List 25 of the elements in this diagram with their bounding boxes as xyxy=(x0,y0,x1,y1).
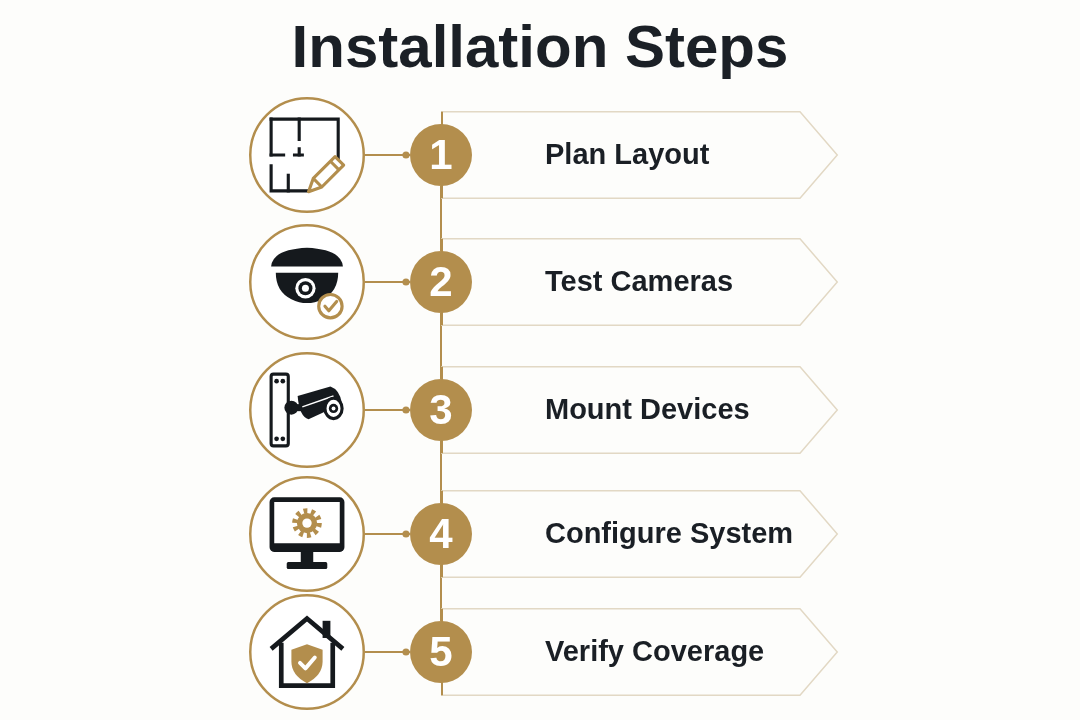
connector-line xyxy=(440,564,442,622)
connector-line xyxy=(440,312,442,380)
connector-line xyxy=(364,648,411,656)
icon-circle xyxy=(249,476,365,592)
title: Installation Steps xyxy=(291,12,789,82)
step-number: 4 xyxy=(429,513,453,555)
step-number: 2 xyxy=(429,261,453,303)
step-number: 3 xyxy=(429,389,453,431)
connector-line xyxy=(440,440,442,504)
step-number: 1 xyxy=(429,134,453,176)
step-label: Configure System xyxy=(545,517,794,551)
connector-line xyxy=(364,530,411,538)
step-number: 5 xyxy=(429,631,453,673)
connector-line xyxy=(364,406,411,414)
icon-circle xyxy=(249,594,365,710)
icon-circle xyxy=(249,352,365,468)
step-label: Mount Devices xyxy=(545,393,750,427)
step-label: Verify Coverage xyxy=(545,635,765,669)
connector-line xyxy=(440,185,442,252)
step-label: Test Cameras xyxy=(545,265,734,299)
icon-circle xyxy=(249,97,365,213)
connector-line xyxy=(364,278,411,286)
icon-circle xyxy=(249,224,365,340)
connector-line xyxy=(364,151,411,159)
step-label: Plan Layout xyxy=(545,138,710,172)
